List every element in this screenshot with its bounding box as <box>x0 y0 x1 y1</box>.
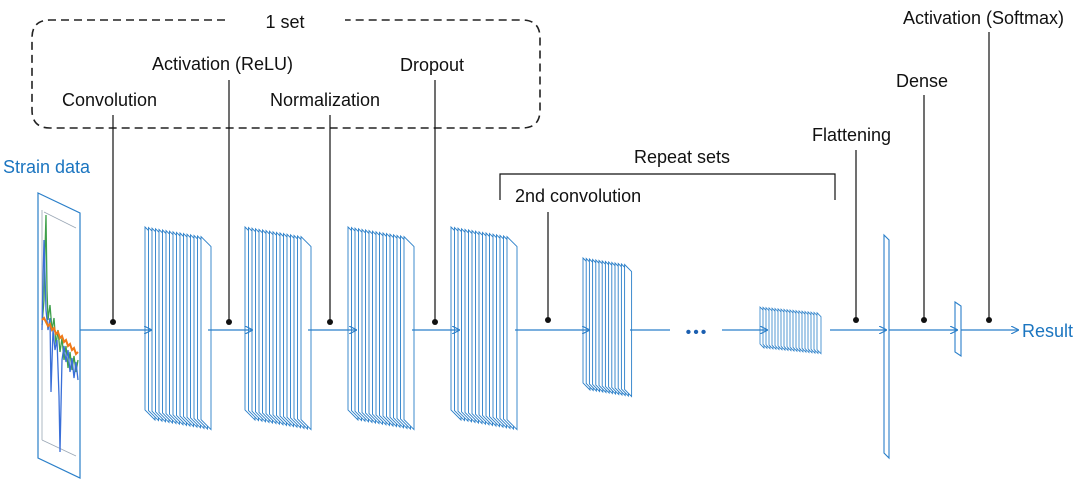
feature-stack-second-conv <box>582 256 633 398</box>
repeat-sets-bracket <box>499 173 836 200</box>
feature-map-stacks <box>144 225 822 431</box>
feature-map-slice <box>624 263 633 398</box>
leader-lines <box>110 32 992 325</box>
feature-stack-dropout <box>450 225 518 431</box>
repeat-sets-label: Repeat sets <box>634 147 730 167</box>
activation-relu-label: Activation (ReLU) <box>152 54 293 74</box>
ellipsis-marker: ••• <box>686 324 709 341</box>
feature-map-slice <box>300 235 312 431</box>
flattening-layer <box>883 233 890 460</box>
strain-data-plot <box>37 192 81 479</box>
strain-data-label: Strain data <box>3 157 91 177</box>
flattening-label: Flattening <box>812 125 891 145</box>
feature-stack-normalization <box>347 225 415 431</box>
second-convolution-label: 2nd convolution <box>515 186 641 206</box>
feature-stack-deep <box>759 306 822 355</box>
result-label: Result <box>1022 321 1073 341</box>
dropout-label: Dropout <box>400 55 464 75</box>
feature-map-slice <box>816 311 822 355</box>
feature-map-slice <box>506 235 518 431</box>
one-set-bracket <box>31 19 541 129</box>
activation-softmax-label: Activation (Softmax) <box>903 8 1064 28</box>
feature-stack-convolution <box>144 225 212 431</box>
one-set-label: 1 set <box>265 12 304 32</box>
feature-map-slice <box>403 235 415 431</box>
convolution-label: Convolution <box>62 90 157 110</box>
dense-layer <box>954 300 962 358</box>
normalization-label: Normalization <box>270 90 380 110</box>
feature-map-slice <box>200 235 212 431</box>
feature-stack-activation <box>244 225 312 431</box>
dense-label: Dense <box>896 71 948 91</box>
